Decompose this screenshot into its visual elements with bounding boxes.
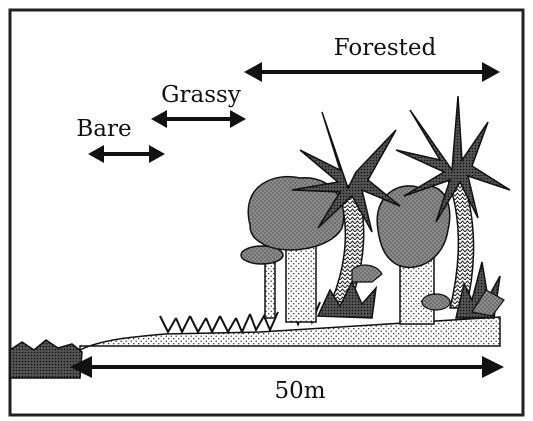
grassy-zone-arrow	[151, 110, 246, 128]
rock-outcrop	[10, 340, 82, 378]
forested-zone-arrow	[244, 62, 500, 82]
bare-zone-arrow	[88, 145, 165, 163]
distance-arrow	[70, 356, 504, 378]
small-tree	[241, 246, 283, 318]
grassy-label: Grassy	[161, 82, 241, 108]
distance-label: 50m	[274, 378, 325, 404]
bare-label: Bare	[76, 116, 131, 142]
forested-label: Forested	[334, 35, 437, 61]
